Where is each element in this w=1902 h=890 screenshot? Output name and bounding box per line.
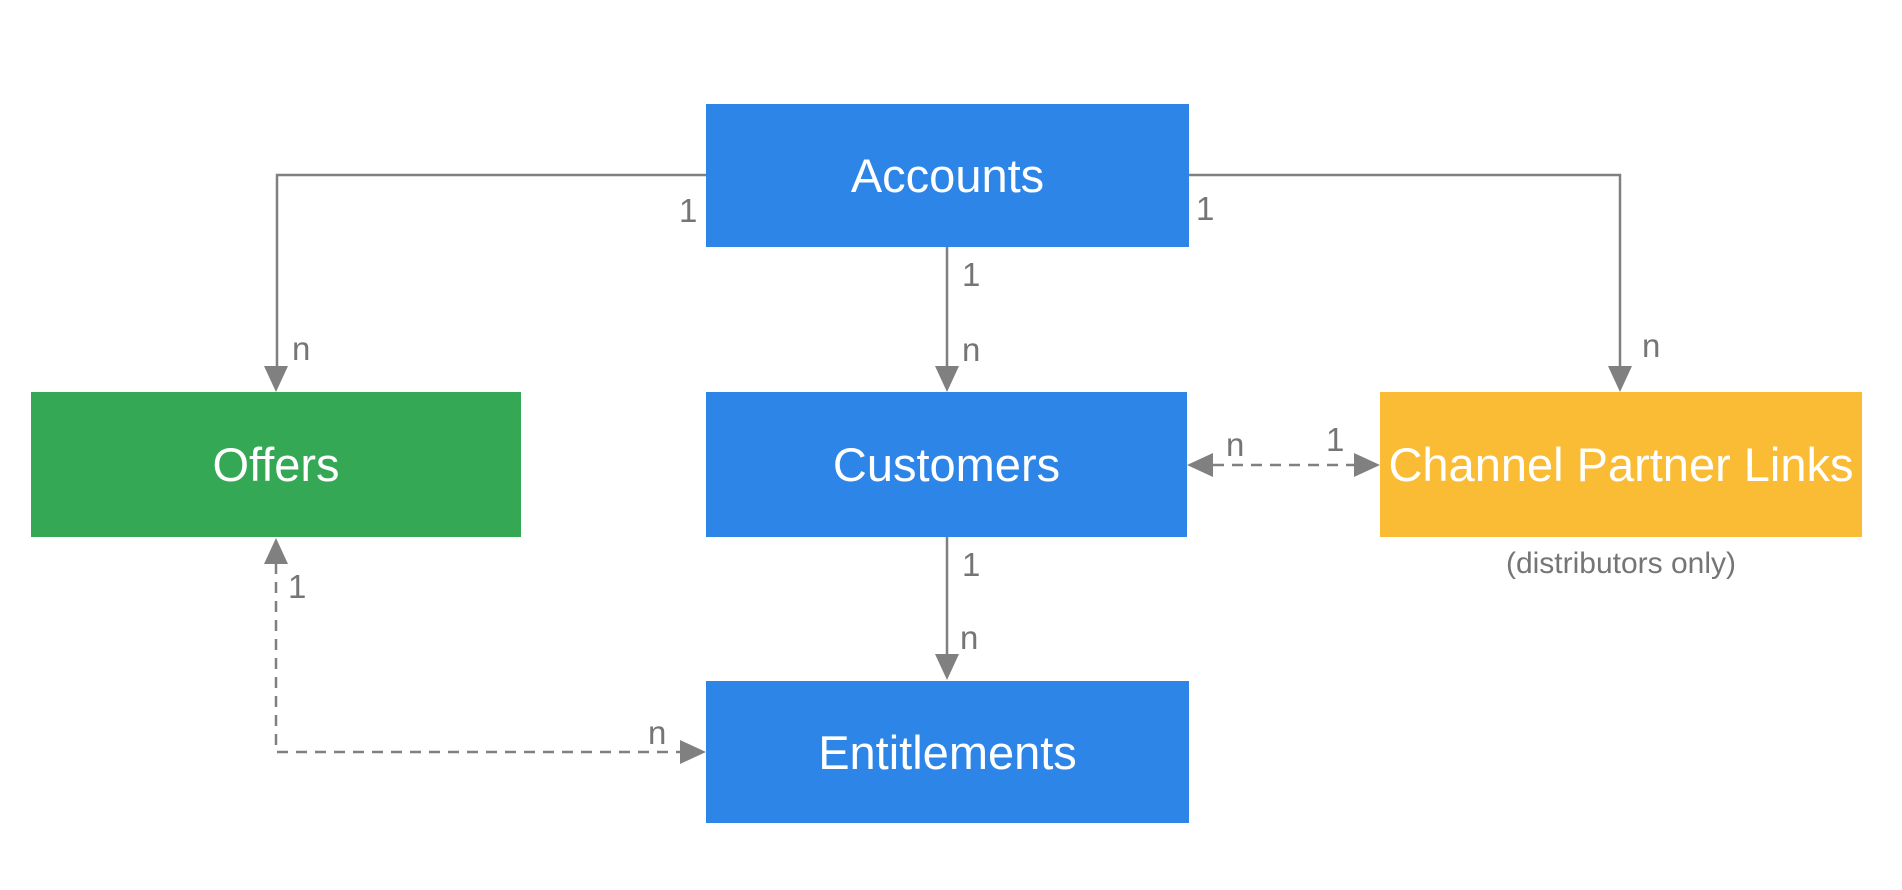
- entity-offers: Offers: [31, 392, 521, 537]
- cardinality-accounts-customers-target: n: [962, 331, 981, 368]
- arrowhead-customers-right: [1187, 453, 1213, 477]
- cardinality-customers-channel-partner-links-target: 1: [1326, 421, 1345, 458]
- edge-offers-entitlements: [274, 563, 681, 754]
- cardinality-accounts-offers-target: n: [292, 330, 311, 367]
- entity-channel-partner-links-label: Channel Partner Links: [1388, 438, 1854, 491]
- arrowhead-offers-top: [264, 366, 288, 392]
- cardinality-accounts-channel-partner-links-source: 1: [1196, 190, 1215, 227]
- entity-customers: Customers: [706, 392, 1187, 537]
- cardinality-accounts-offers-source: 1: [679, 192, 698, 229]
- entity-entitlements-label: Entitlements: [818, 725, 1077, 779]
- arrowhead-channel-partner-links-left: [1354, 453, 1380, 477]
- arrowhead-customers-top: [935, 366, 959, 392]
- cardinality-offers-entitlements-target: n: [648, 714, 667, 751]
- arrowhead-channel-partner-links-top: [1608, 366, 1632, 392]
- cardinality-accounts-customers-source: 1: [962, 256, 981, 293]
- entity-entitlements: Entitlements: [706, 681, 1189, 823]
- cardinality-offers-entitlements-source: 1: [288, 568, 307, 605]
- entity-channel-partner-links-note: (distributors only): [1505, 547, 1737, 580]
- arrowhead-entitlements-top: [935, 654, 959, 680]
- cardinality-accounts-channel-partner-links-target: n: [1642, 327, 1661, 364]
- entity-customers-label: Customers: [832, 438, 1061, 491]
- entity-accounts: Accounts: [706, 104, 1189, 247]
- entity-offers-label: Offers: [212, 438, 340, 491]
- cardinality-customers-channel-partner-links-source: n: [1226, 426, 1245, 463]
- edge-accounts-offers: [275, 173, 706, 367]
- cardinality-customers-entitlements-source: 1: [962, 546, 981, 583]
- cardinality-customers-entitlements-target: n: [960, 619, 979, 656]
- entity-accounts-label: Accounts: [850, 149, 1045, 202]
- arrowhead-offers-bottom: [264, 538, 288, 564]
- entity-channel-partner-links: Channel Partner Links: [1380, 392, 1862, 537]
- arrowhead-entitlements-left: [680, 740, 706, 764]
- edge-accounts-channel-partner-links: [1189, 173, 1622, 367]
